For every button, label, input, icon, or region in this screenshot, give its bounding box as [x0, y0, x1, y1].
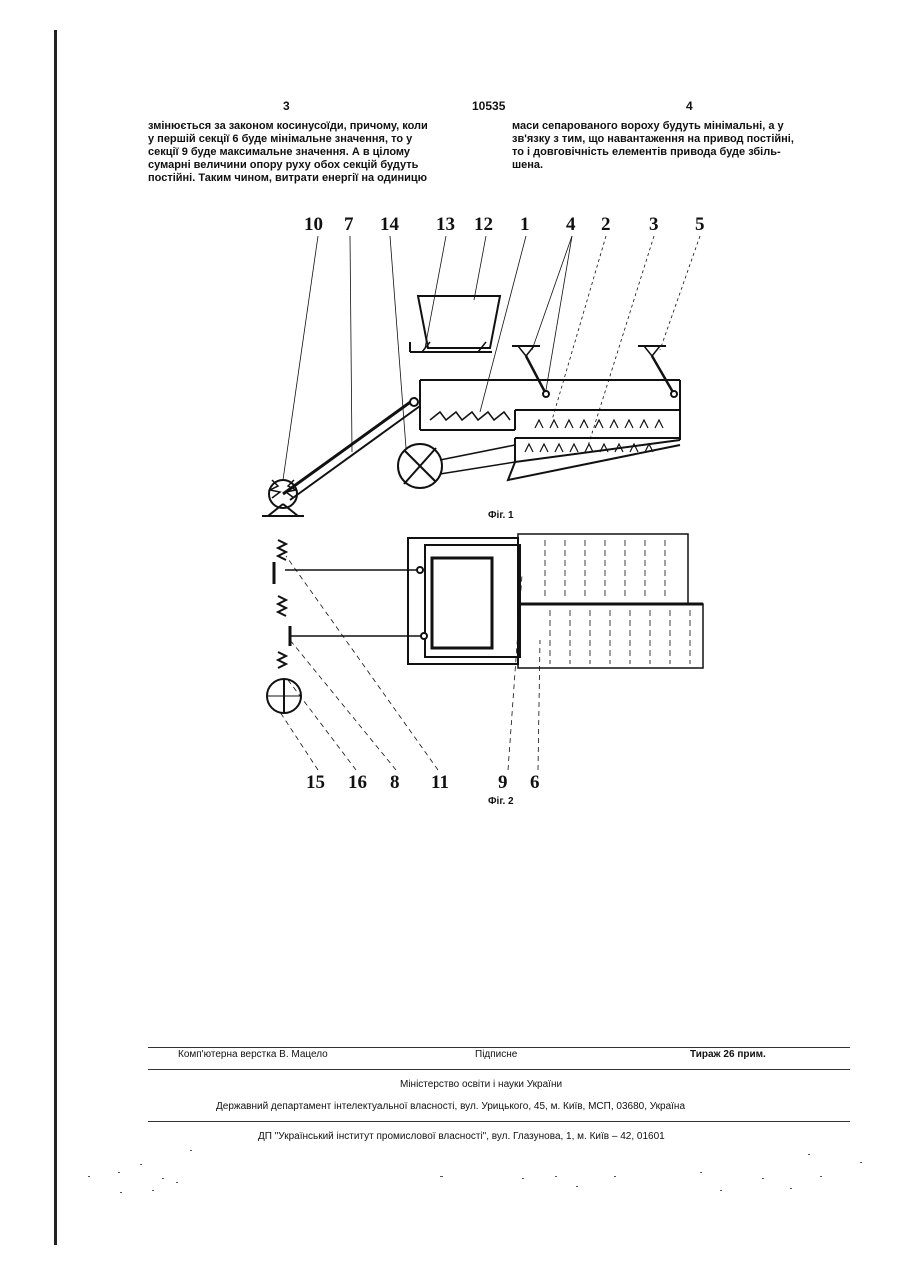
fig2-caption: Фіг. 2 [488, 796, 514, 807]
fig1-caption: Фіг. 1 [488, 510, 514, 521]
footer-rule-middle [148, 1069, 850, 1070]
section-9 [518, 534, 688, 604]
rod-7 [283, 398, 416, 494]
spring-11 [278, 540, 286, 560]
louvres-2 [535, 420, 663, 428]
sieve-box [432, 558, 492, 648]
fig1-label-7: 7 [344, 214, 354, 236]
footer-rule-bottom [148, 1121, 850, 1122]
fig2-label-15: 15 [306, 772, 325, 794]
fig2-label-6: 6 [530, 772, 540, 794]
footer-rule-top [148, 1047, 850, 1048]
figure2-drawing [267, 534, 703, 770]
fig1-label-14: 14 [380, 214, 399, 236]
fig1-label-3: 3 [649, 214, 659, 236]
fig2-label-11: 11 [431, 772, 449, 794]
spring-8 [278, 596, 286, 616]
sieve-1 [430, 412, 510, 420]
hanger-5-pivot [644, 346, 660, 356]
footer-ministry: Міністерство освіти і науки України [400, 1079, 562, 1090]
footer-circulation: Тираж 26 прим. [690, 1049, 766, 1060]
scan-specks [0, 1150, 900, 1210]
spring-16 [278, 652, 286, 668]
fig2-label-16: 16 [348, 772, 367, 794]
fig1-label-4: 4 [566, 214, 576, 236]
figure-drawings [0, 0, 900, 820]
footer-signed: Підписне [475, 1049, 517, 1060]
fig1-label-12: 12 [474, 214, 493, 236]
fig1-label-2: 2 [601, 214, 611, 236]
section-6 [518, 604, 703, 668]
hanger-4-pivot [518, 346, 534, 356]
footer-institute: ДП "Український інститут промислової вла… [258, 1131, 665, 1142]
fig1-label-10: 10 [304, 214, 323, 236]
footer-typesetting: Комп'ютерна верстка В. Мацело [178, 1049, 328, 1060]
fig2-label-9: 9 [498, 772, 508, 794]
footer-department: Державний департамент інтелектуальної вл… [216, 1101, 685, 1112]
figure1-drawing [262, 236, 700, 516]
fig1-label-1: 1 [520, 214, 530, 236]
fig1-label-5: 5 [695, 214, 705, 236]
fig1-label-13: 13 [436, 214, 455, 236]
fig2-label-8: 8 [390, 772, 400, 794]
hopper-12 [418, 296, 500, 348]
